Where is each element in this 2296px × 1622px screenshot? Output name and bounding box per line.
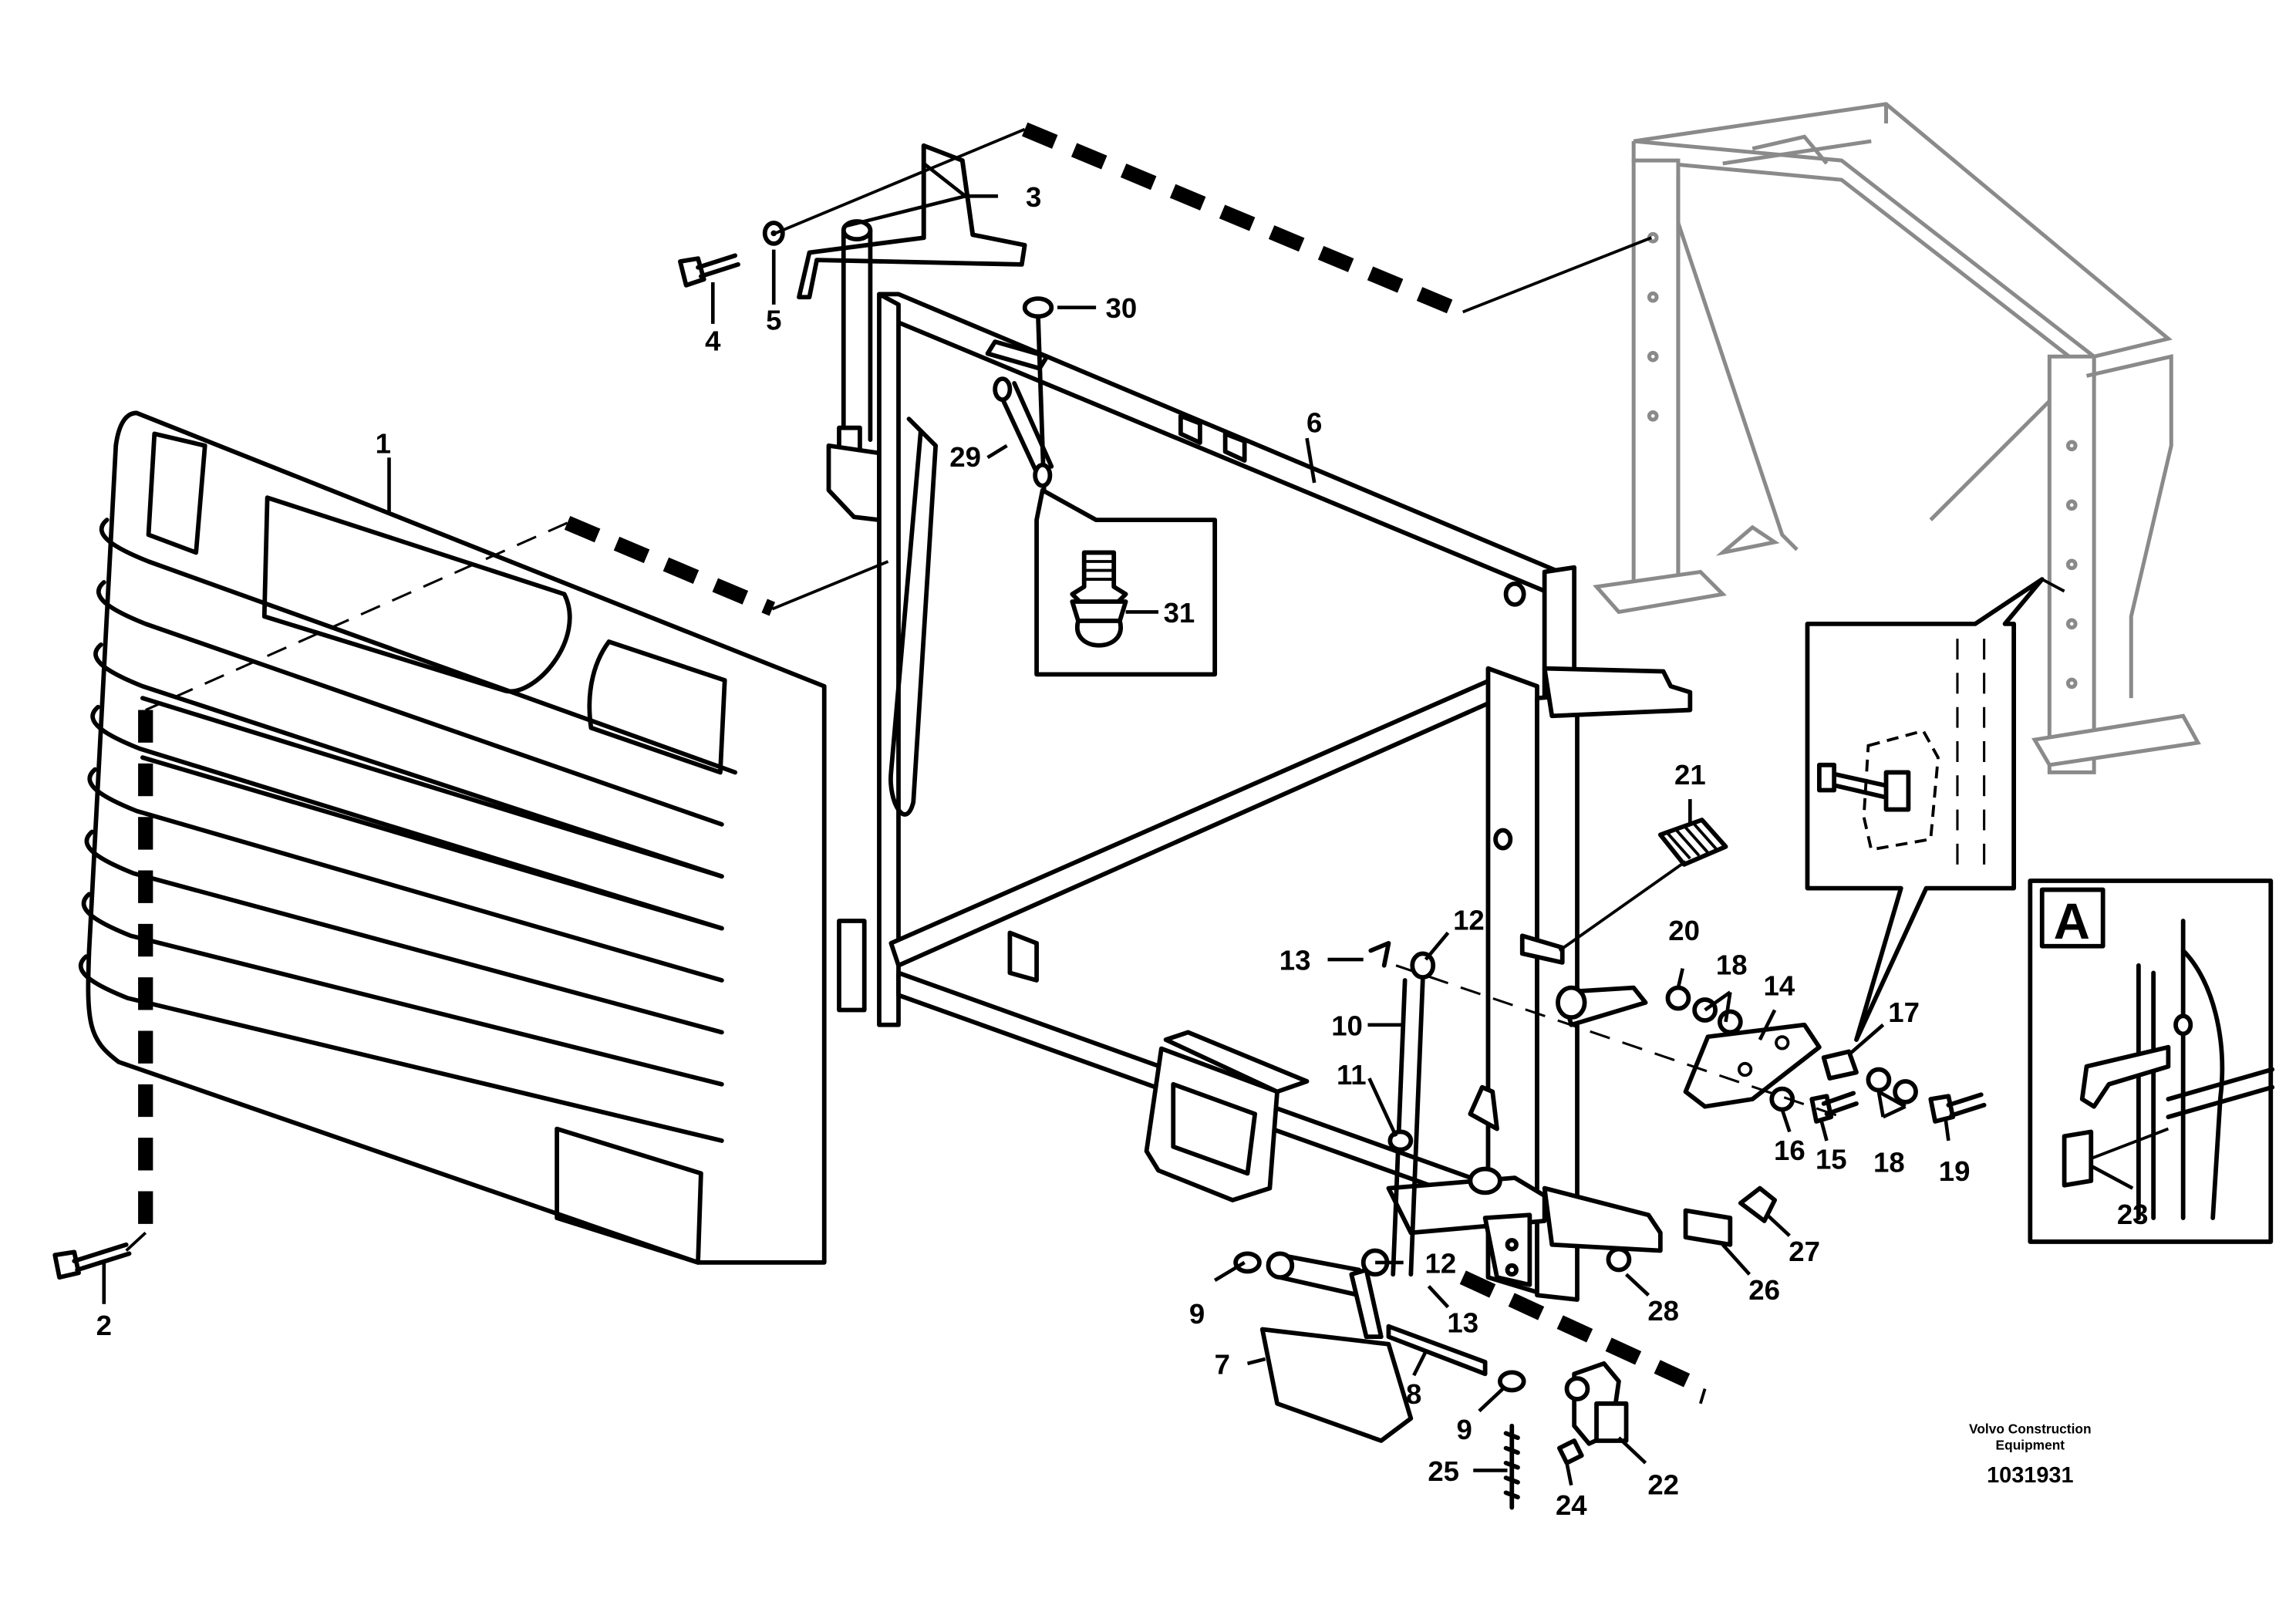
detail-box-label: A [2054,893,2090,949]
dashed-connection-lines [138,122,1708,1396]
part-label-11: 11 [1337,1059,1367,1091]
callout-detail-31 [1034,487,1218,677]
part-label-5: 5 [766,305,781,336]
thin-dashed-lines [125,127,1843,1404]
part-label-8: 8 [1406,1378,1421,1410]
part-label-9b: 9 [1456,1414,1472,1445]
part-label-21: 21 [1674,759,1706,791]
credit-line-2: Equipment [1996,1438,2065,1453]
hinge-bracket-drawing [797,143,1027,1013]
radiator-frame-drawing [877,292,1693,1302]
machine-frame-drawing [1593,102,2201,774]
part-label-31: 31 [1164,597,1195,629]
part-label-20: 20 [1668,915,1700,946]
part-labels-group: 1 2 3 4 5 6 7 8 9 9 10 11 12 12 13 13 14… [96,181,2149,1521]
part-label-14: 14 [1764,969,1795,1001]
latch-assembly-drawing [1144,985,1859,1510]
part-label-6: 6 [1306,406,1322,438]
part-label-9a: 9 [1189,1298,1205,1330]
part-label-24: 24 [1556,1489,1587,1521]
part-label-26: 26 [1748,1274,1780,1306]
credit-line-1: Volvo Construction [1969,1421,2092,1436]
part-label-19: 19 [1939,1155,1971,1187]
part-label-15: 15 [1816,1144,1847,1175]
part-label-29: 29 [949,441,981,473]
part-label-4: 4 [705,325,721,357]
part-label-13a: 13 [1279,945,1311,976]
part-label-17: 17 [1888,996,1920,1028]
part-label-12b: 12 [1425,1247,1457,1279]
part-label-12a: 12 [1453,905,1485,936]
part-label-28: 28 [1647,1295,1679,1327]
callout-detail-bolt [1805,577,2065,1042]
document-number: 1031931 [1987,1463,2073,1488]
part-label-22: 22 [1647,1469,1679,1500]
part-label-10: 10 [1331,1010,1363,1041]
leader-lines [102,162,2134,1486]
part-label-25: 25 [1428,1455,1459,1487]
part-label-18b: 18 [1873,1146,1905,1178]
part-label-1: 1 [376,427,391,459]
part-label-27: 27 [1789,1236,1820,1267]
part-label-16: 16 [1774,1135,1805,1166]
part-label-2: 2 [96,1310,112,1341]
part-label-3: 3 [1026,181,1041,213]
part-label-23: 23 [2117,1199,2149,1230]
part-label-30: 30 [1105,292,1137,324]
detail-box-a [2028,878,2275,1244]
part-label-13b: 13 [1447,1307,1478,1338]
part-label-7: 7 [1215,1348,1230,1380]
part-label-18a: 18 [1716,949,1748,980]
front-grille-drawing [78,410,827,1265]
